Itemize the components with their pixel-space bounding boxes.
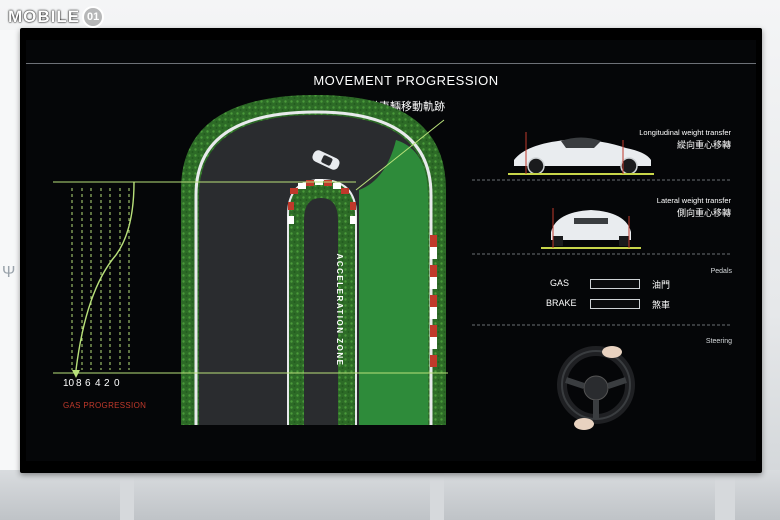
scale-tick: 6 [85, 378, 91, 389]
pedals-section-label: Pedals [710, 268, 732, 275]
monitor-stand [430, 470, 444, 520]
watermark-badge: 01 [82, 6, 105, 28]
outer-track-edge [194, 110, 433, 425]
scale-tick: 0 [114, 378, 120, 389]
gas-progression-label: GAS PROGRESSION [63, 401, 147, 410]
brake-label-cn: 煞車 [652, 300, 671, 310]
gas-progression-lines [71, 188, 130, 370]
monitor-stand [120, 470, 134, 520]
steering-wheel-icon [557, 346, 635, 430]
longitudinal-label-cn: 縱向重心移轉 [676, 140, 731, 150]
gas-label-cn: 油門 [652, 280, 671, 290]
watermark-wordmark: MOBILE [8, 7, 81, 26]
lateral-label-cn: 側向重心移轉 [676, 208, 731, 218]
scale-tick: 8 [76, 378, 82, 389]
presentation-slide: MOVEMENT PROGRESSION 彎道車輛移動軌跡 [26, 40, 756, 461]
longitudinal-label: Longitudinal weight transfer [639, 128, 731, 137]
gas-pedal-bar [590, 279, 640, 289]
slide-title: MOVEMENT PROGRESSION [313, 73, 499, 88]
monitor-stand [715, 470, 735, 520]
scale-tick: 2 [104, 378, 110, 389]
curve-arrowhead [72, 370, 80, 378]
scale-tick: 10 [63, 378, 75, 389]
brake-label: BRAKE [546, 298, 577, 308]
car-top-view-icon [312, 150, 340, 170]
trident-emblem-icon: Ψ [2, 264, 16, 281]
acceleration-zone-label: ACCELERATION ZONE [335, 253, 344, 367]
gas-progression-curve [75, 181, 135, 371]
car-side-view-icon [508, 132, 654, 175]
gas-label: GAS [550, 278, 570, 288]
car-rear-view-icon [541, 208, 641, 249]
display-monitor: MOVEMENT PROGRESSION 彎道車輛移動軌跡 [20, 28, 762, 473]
acceleration-zone [359, 140, 428, 425]
lateral-label: Lateral weight transfer [656, 196, 731, 205]
track-diagram [53, 95, 732, 430]
guide-line-pointer [355, 119, 445, 191]
outer-kerbs [430, 235, 437, 367]
steering-section-label: Steering [705, 338, 732, 345]
brake-pedal-bar [590, 299, 640, 309]
scale-tick: 4 [95, 378, 101, 389]
inner-asphalt [304, 198, 338, 425]
floor [0, 470, 780, 520]
top-rule [26, 63, 756, 64]
watermark-logo: MOBILE 01 [8, 6, 105, 28]
